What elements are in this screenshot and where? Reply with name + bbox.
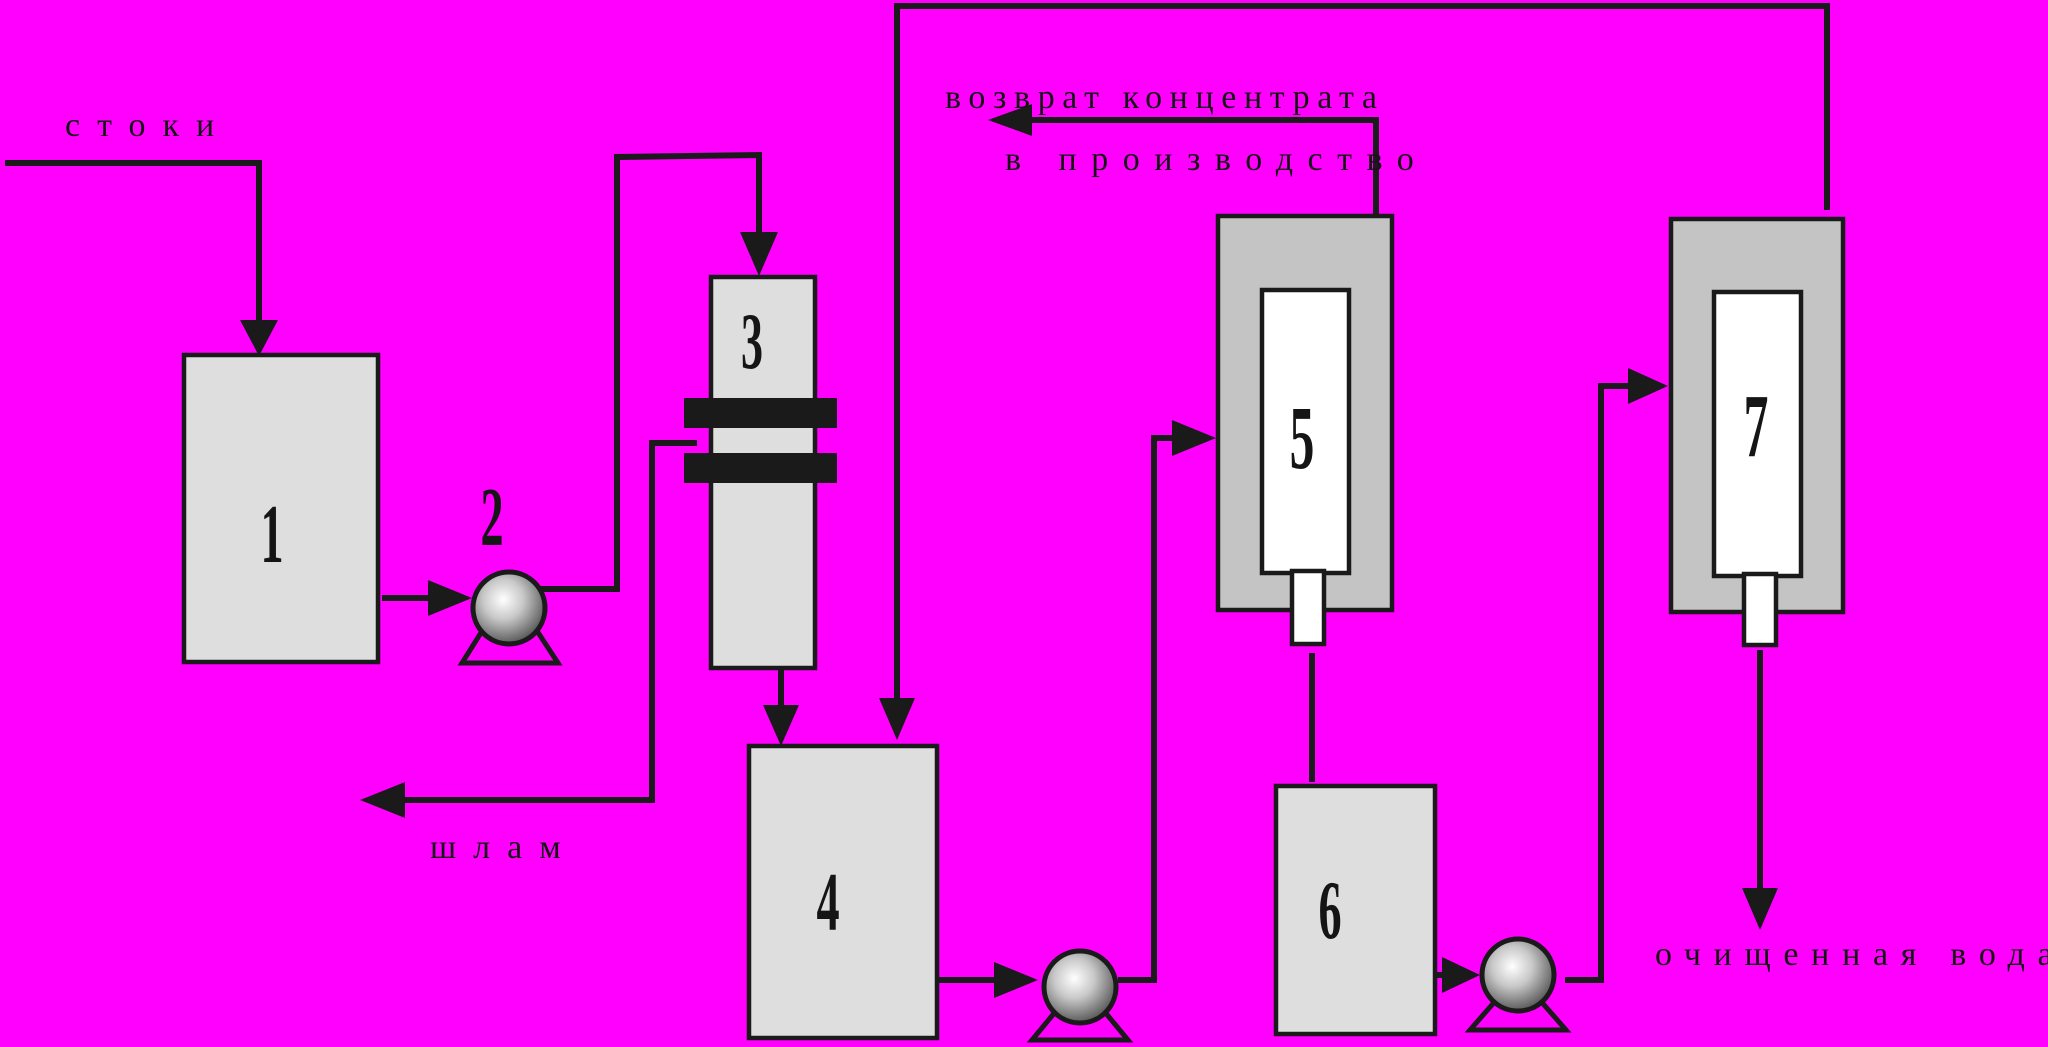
pump-2: 2 (457, 471, 563, 666)
label-concentrate-return-line2: в производство (1005, 141, 1428, 178)
unit-3-number: 3 (741, 296, 763, 385)
arrow-left-concentrate (988, 104, 1032, 136)
pipe-pump-to-unit5 (1118, 435, 1178, 983)
unit-3-column: 3 (684, 274, 837, 671)
pump-6-out (1464, 936, 1572, 1033)
arrow-down-to-unit1 (240, 320, 278, 356)
pipe-sludge-out (398, 440, 697, 803)
unit-4-tank: 4 (746, 743, 940, 1041)
pump-4-icon (1041, 948, 1119, 1026)
pump-6-icon (1479, 936, 1557, 1014)
arrow-right-to-unit7 (1628, 368, 1668, 404)
pipe-recycle-unit7-to-unit4 (894, 3, 1830, 705)
label-concentrate-return-line1: возврат концентрата (945, 79, 1385, 116)
unit-5-number: 5 (1290, 387, 1315, 487)
arrow-right-to-pump3 (1442, 957, 1480, 993)
unit-3-flange-lower (684, 453, 837, 483)
unit-3-flange-upper (684, 398, 837, 428)
pump-2-number: 2 (480, 471, 503, 564)
unit-1-number: 1 (260, 488, 283, 581)
pump-4-out (1026, 948, 1134, 1043)
arrow-right-to-pump2 (428, 580, 472, 616)
pipe-concentrate-return (1025, 117, 1379, 216)
arrow-down-recycle (879, 698, 915, 740)
arrow-down-to-unit3 (740, 232, 778, 276)
pipelines (5, 3, 1830, 983)
unit-7-membrane-module: 7 (1668, 216, 1846, 648)
arrow-right-to-pump (994, 962, 1038, 998)
arrow-down-to-unit4 (763, 705, 799, 746)
pump-2-icon (470, 569, 548, 647)
label-clean-water: очищенная вода (1655, 936, 2048, 973)
label-sludge: шлам (430, 829, 578, 866)
label-inflow: стоки (65, 107, 231, 144)
arrow-right-to-unit5 (1172, 420, 1216, 456)
pipe-pump2-to-unit3 (540, 151, 762, 592)
unit-5-membrane-module: 5 (1215, 213, 1395, 647)
unit-4-number: 4 (816, 856, 839, 949)
unit-5-outlet (1289, 568, 1327, 647)
arrow-left-sludge (360, 782, 405, 818)
unit-1-tank: 1 (181, 352, 381, 665)
arrow-down-clean-water (1742, 888, 1778, 930)
unit-7-outlet (1741, 571, 1779, 648)
pipe-inflow-to-unit1 (5, 160, 262, 340)
pipe-pump-to-unit7 (1565, 383, 1632, 983)
unit-6-tank: 6 (1273, 783, 1438, 1037)
unit-7-number: 7 (1744, 375, 1769, 475)
flow-arrows (240, 104, 1778, 998)
unit-6-number: 6 (1318, 864, 1341, 957)
